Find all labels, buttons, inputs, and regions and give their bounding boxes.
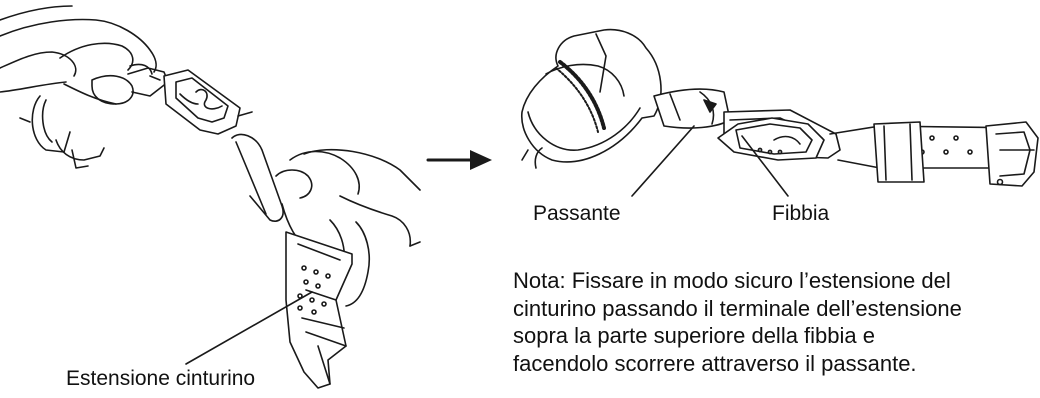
right-device-illustration	[522, 30, 1038, 196]
device-body	[522, 30, 661, 168]
belt-extension-strap	[286, 232, 352, 388]
leader-line-loop	[632, 126, 694, 196]
note-line: facendolo scorrere attraverso il passant…	[513, 350, 1033, 378]
note-line: sopra la parte superiore della fibbia e	[513, 322, 1033, 350]
belt-and-buckle-left	[128, 68, 252, 134]
belt-loop	[874, 122, 924, 182]
right-arrow-icon	[428, 150, 492, 170]
label-buckle: Fibbia	[772, 203, 829, 224]
note-line: cinturino passando il terminale dell’est…	[513, 295, 1033, 323]
holster-neck	[654, 89, 730, 128]
left-hands-illustration	[0, 6, 420, 388]
label-belt-extension: Estensione cinturino	[66, 368, 255, 389]
note-line: Nota: Fissare in modo sicuro l’estension…	[513, 267, 1033, 295]
label-loop: Passante	[533, 203, 621, 224]
end-buckle	[986, 122, 1038, 186]
device-partial-left	[20, 96, 104, 168]
instruction-note: Nota: Fissare in modo sicuro l’estension…	[513, 267, 1033, 377]
upper-hand	[0, 6, 156, 104]
